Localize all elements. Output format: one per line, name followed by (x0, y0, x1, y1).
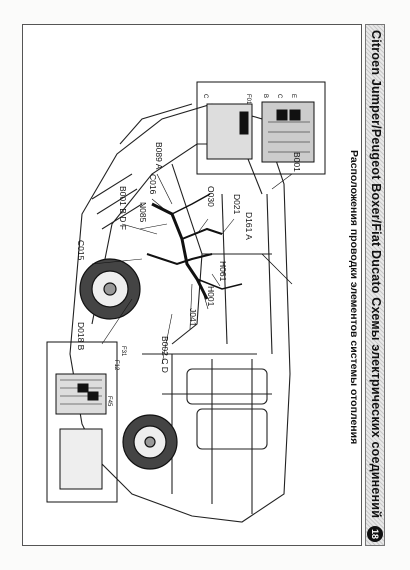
front-wheel (79, 258, 141, 320)
label-d161a: D161 A (244, 212, 254, 240)
fusebox-top-label-c2: C (276, 94, 282, 99)
fusebox-bottom-label-f12: F12 (113, 360, 119, 371)
fusebox-top-label-b: B (262, 94, 268, 98)
fusebox-bottom-labels: F31 F12 F45 (106, 346, 126, 407)
label-b001: B001 (292, 152, 302, 172)
page-number: 18 (367, 526, 383, 542)
rear-wheel (122, 414, 178, 470)
fusebox-bottom-inset (46, 341, 118, 503)
label-b001bdf: B001 B D F (118, 186, 128, 230)
label-j041: J041 (188, 308, 198, 327)
fusebox-top-inset (196, 81, 326, 175)
fusebox-top-label-f01: F01 (245, 94, 251, 105)
label-d021: D021 (232, 194, 242, 215)
wiring-harness (146, 193, 293, 300)
label-b002cd: B002 C D (160, 336, 170, 373)
label-n085: N085 (138, 202, 148, 223)
label-h061: H061 (218, 261, 228, 282)
label-o030: O030 (206, 186, 216, 207)
van-illustration (69, 103, 291, 523)
fusebox-top-labels: C F01 B C E (202, 94, 296, 105)
label-b089a: B089 A (154, 142, 164, 170)
wiring-diagram: B001 D021 D161 A H061 H001 J041 B002 C D… (46, 81, 326, 523)
fusebox-top-label-c: C (202, 94, 208, 99)
label-c015: C015 (76, 240, 86, 261)
fusebox-bottom-label-f45: F45 (106, 396, 112, 407)
label-h001: H001 (206, 286, 216, 307)
leader-lines (91, 173, 293, 365)
label-d018b: D018 B (76, 322, 86, 351)
fusebox-bottom-label-f31: F31 (120, 346, 126, 357)
page-title: Citroen Jumper/Peugeot Boxer/Fiat Ducato… (369, 30, 383, 519)
component-labels: B001 D021 D161 A H061 H001 J041 B002 C D… (76, 142, 302, 373)
label-c016: C016 (148, 174, 158, 195)
title-bar (365, 24, 385, 546)
fusebox-top-label-e: E (290, 94, 296, 98)
